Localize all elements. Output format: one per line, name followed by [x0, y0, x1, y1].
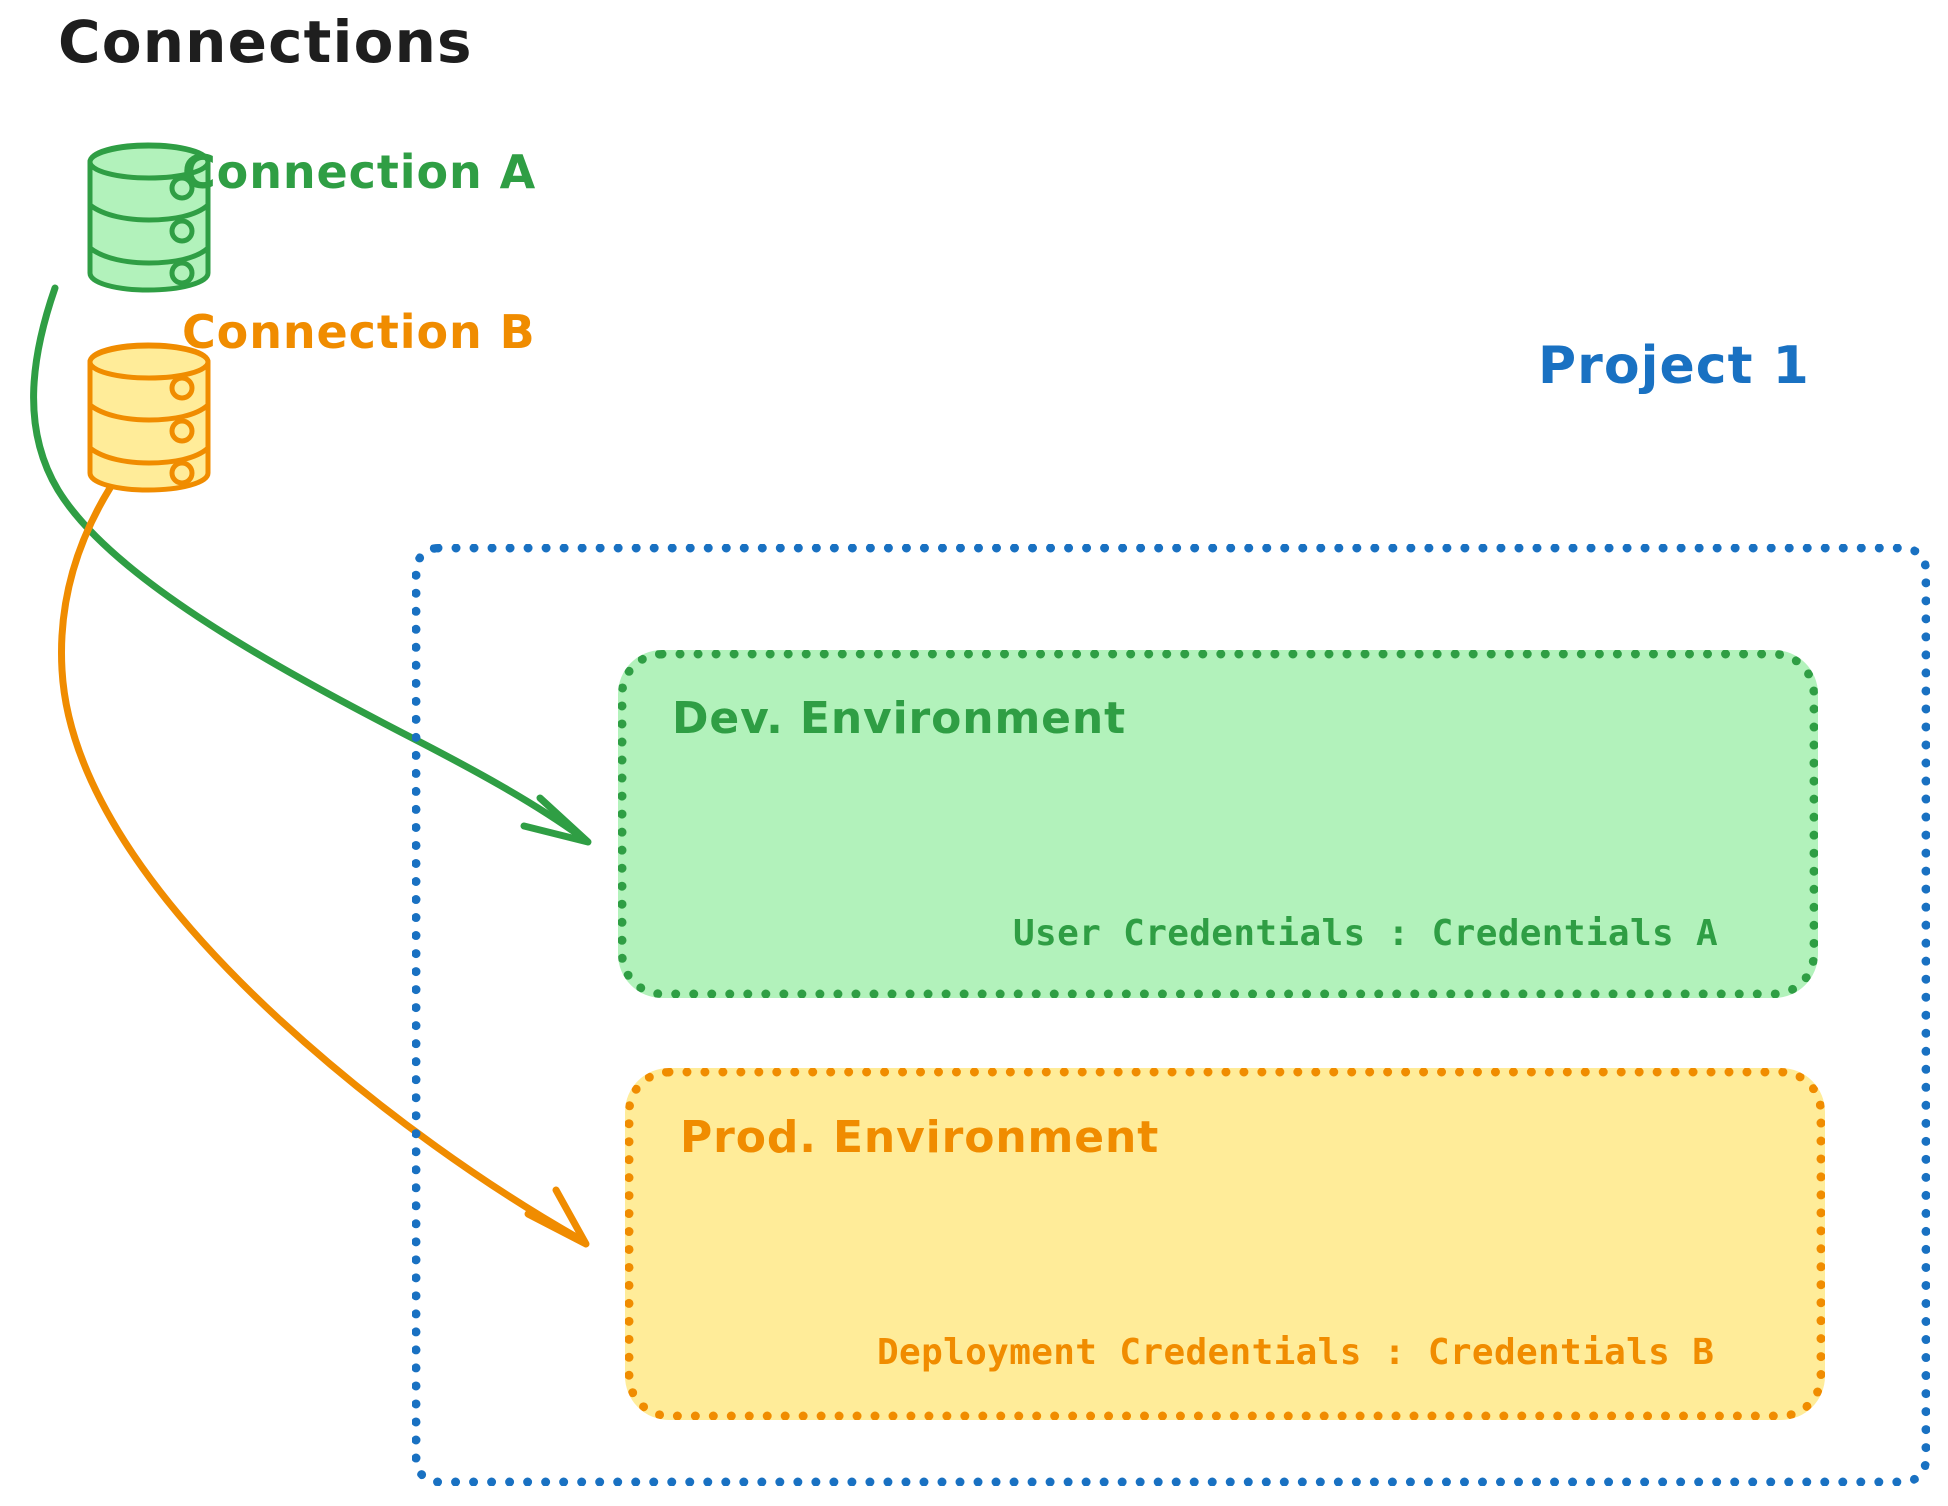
prod-environment-box[interactable] — [625, 1068, 1825, 1420]
prod-environment-title: Prod. Environment — [680, 1112, 1160, 1163]
database-cylinder-icon — [87, 342, 211, 493]
page-title: Connections — [58, 8, 473, 76]
connection-a-label: Connection A — [182, 145, 537, 199]
project-title: Project 1 — [1538, 336, 1810, 396]
connection-a-to-dev-arrow — [30, 284, 592, 846]
dev-environment-credentials: User Credentials : Credentials A — [1013, 913, 1719, 954]
prod-environment-credentials: Deployment Credentials : Credentials B — [877, 1332, 1715, 1373]
database-cylinder-icon — [87, 142, 211, 293]
connection-b-to-prod-arrow — [58, 484, 590, 1248]
dev-environment-box[interactable] — [618, 650, 1818, 998]
connection-b-label: Connection B — [182, 305, 536, 359]
dev-environment-title: Dev. Environment — [672, 693, 1127, 744]
project-boundary-box — [412, 544, 1930, 1486]
